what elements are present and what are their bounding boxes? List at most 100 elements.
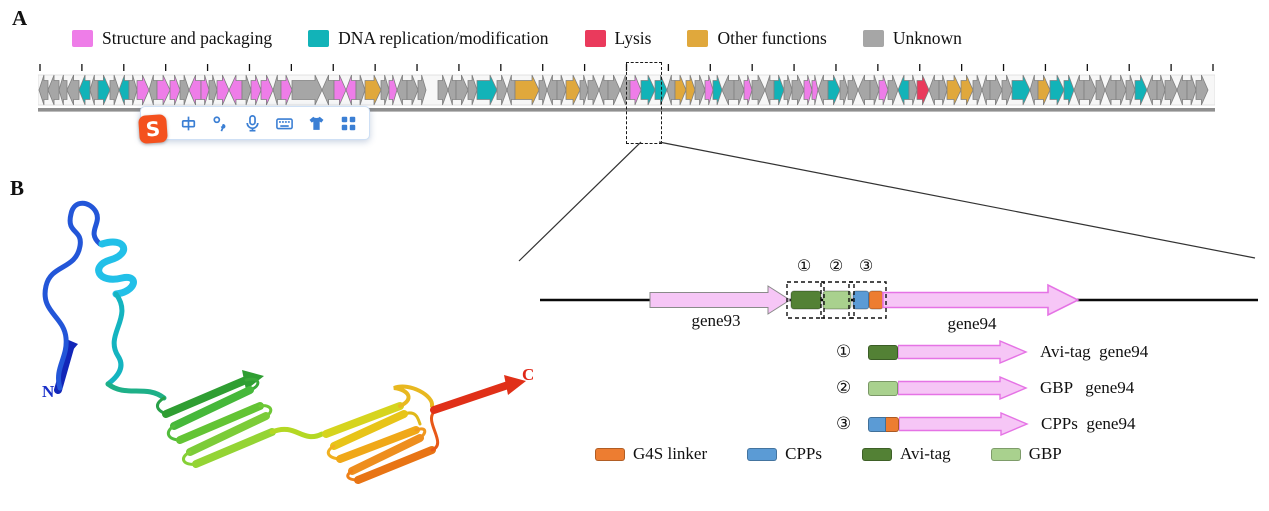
g4s-linker-insert (868, 290, 884, 310)
legend-label: Structure and packaging (102, 28, 273, 48)
gene-arrow (1073, 74, 1085, 106)
gene-arrow (345, 74, 357, 106)
gene93-arrow (649, 285, 791, 315)
gene-arrow (333, 74, 347, 106)
gene-arrow (1156, 74, 1166, 106)
gene-arrow (506, 74, 516, 106)
gene-arrow (118, 74, 130, 106)
ime-toolbar[interactable]: S (138, 106, 370, 144)
gene-arrow (406, 74, 419, 106)
gene-arrow (556, 74, 567, 106)
gene-arrow (839, 74, 849, 106)
gene-arrow (355, 74, 366, 106)
gene-arrow (1176, 74, 1188, 106)
dashed-box-1 (786, 281, 825, 319)
gene-arrow (467, 74, 478, 106)
gene-arrow (1095, 74, 1106, 106)
gene-arrow (946, 74, 962, 106)
gbp-box (868, 380, 898, 396)
construct-row-avi: ① Avi-tag gene94 (836, 340, 1148, 364)
legend-label: Unknown (892, 28, 962, 48)
dashed-box-2 (820, 281, 855, 319)
gene-arrow (128, 74, 138, 106)
gene-arrow (640, 74, 656, 106)
gene-arrow (47, 74, 60, 106)
genome-selection-box (626, 62, 662, 144)
gene-arrow (928, 74, 940, 106)
gene-arrow (78, 74, 91, 106)
gene-arrow (989, 74, 1003, 106)
legend-label: Other functions (717, 28, 827, 48)
protein-structure: N C (42, 200, 534, 484)
row-label: GBP gene94 (1040, 378, 1135, 397)
gene-arrow (1029, 74, 1039, 106)
gene-arrow (811, 74, 819, 106)
panel-b-label: B (10, 176, 25, 200)
gene-arrow (565, 74, 581, 106)
legend-label: GBP (1028, 444, 1062, 463)
gene-arrow (1063, 74, 1075, 106)
legend-item: Avi-tag (862, 444, 951, 464)
gene-arrow (674, 74, 687, 106)
function-legend: Structure and packaging DNA replication/… (72, 28, 962, 49)
gene94-label: gene94 (947, 314, 997, 333)
gene-arrow (1001, 74, 1013, 106)
gene-arrow (388, 74, 398, 106)
gene-arrow (97, 74, 111, 106)
gene-arrow (751, 74, 766, 106)
gene-arrow (773, 74, 785, 106)
gene-arrow (200, 74, 210, 106)
gene-arrow (188, 74, 202, 106)
legend-item: Unknown (862, 28, 962, 49)
gene-arrow (66, 74, 80, 106)
gene-arrow (109, 74, 120, 106)
gene-arrow (619, 74, 631, 106)
gene-arrow (1011, 74, 1031, 106)
legend-label: CPPs (785, 444, 823, 463)
microphone-icon[interactable] (243, 114, 262, 133)
legend-swatch-structure (72, 30, 93, 47)
gene-arrow (417, 74, 427, 106)
gene-arrow (743, 74, 753, 106)
gene-arrow (803, 74, 813, 106)
gene-arrow (1049, 74, 1065, 106)
construct-row-gbp: ② GBP gene94 (836, 376, 1134, 400)
gene-arrow (148, 74, 158, 106)
gene-arrow (321, 74, 335, 106)
gene-arrow (598, 74, 609, 106)
keyboard-icon[interactable] (275, 114, 294, 133)
punctuation-icon[interactable] (211, 114, 230, 133)
gene-arrow (455, 74, 469, 106)
dashed-box-3 (848, 281, 887, 319)
row-label: Avi-tag gene94 (1040, 342, 1149, 361)
zoom-line-right (658, 141, 1256, 259)
gene-arrow (1146, 74, 1158, 106)
legend-item: Other functions (687, 28, 827, 49)
gene-arrow (908, 74, 918, 106)
legend-item: Structure and packaging (72, 28, 272, 49)
gene-arrow (897, 74, 910, 106)
skin-icon[interactable] (307, 114, 326, 133)
panel-a-label: A (12, 6, 28, 30)
legend-swatch-dna (308, 30, 330, 47)
gene-arrow (38, 74, 49, 106)
menu-grid-icon[interactable] (339, 114, 358, 133)
gene-arrow (666, 74, 676, 106)
c-terminus-label: C (522, 365, 534, 384)
gene-arrow (694, 74, 706, 106)
gene-arrow (1134, 74, 1148, 106)
gene-arrow (712, 74, 723, 106)
sogou-logo[interactable]: S (138, 114, 168, 144)
gene-arrow (783, 74, 793, 106)
gene-arrow (972, 74, 983, 106)
avi-swatch (862, 447, 893, 461)
gene-arrow (1037, 74, 1051, 106)
legend-item: GBP (990, 444, 1062, 464)
gene-arrow (878, 74, 889, 106)
legend-swatch-other (687, 30, 709, 47)
gene-arrow (241, 74, 252, 106)
chinese-input-icon[interactable] (179, 114, 198, 133)
n-terminus-label: N (42, 382, 55, 401)
gene93-label: gene93 (691, 311, 741, 330)
